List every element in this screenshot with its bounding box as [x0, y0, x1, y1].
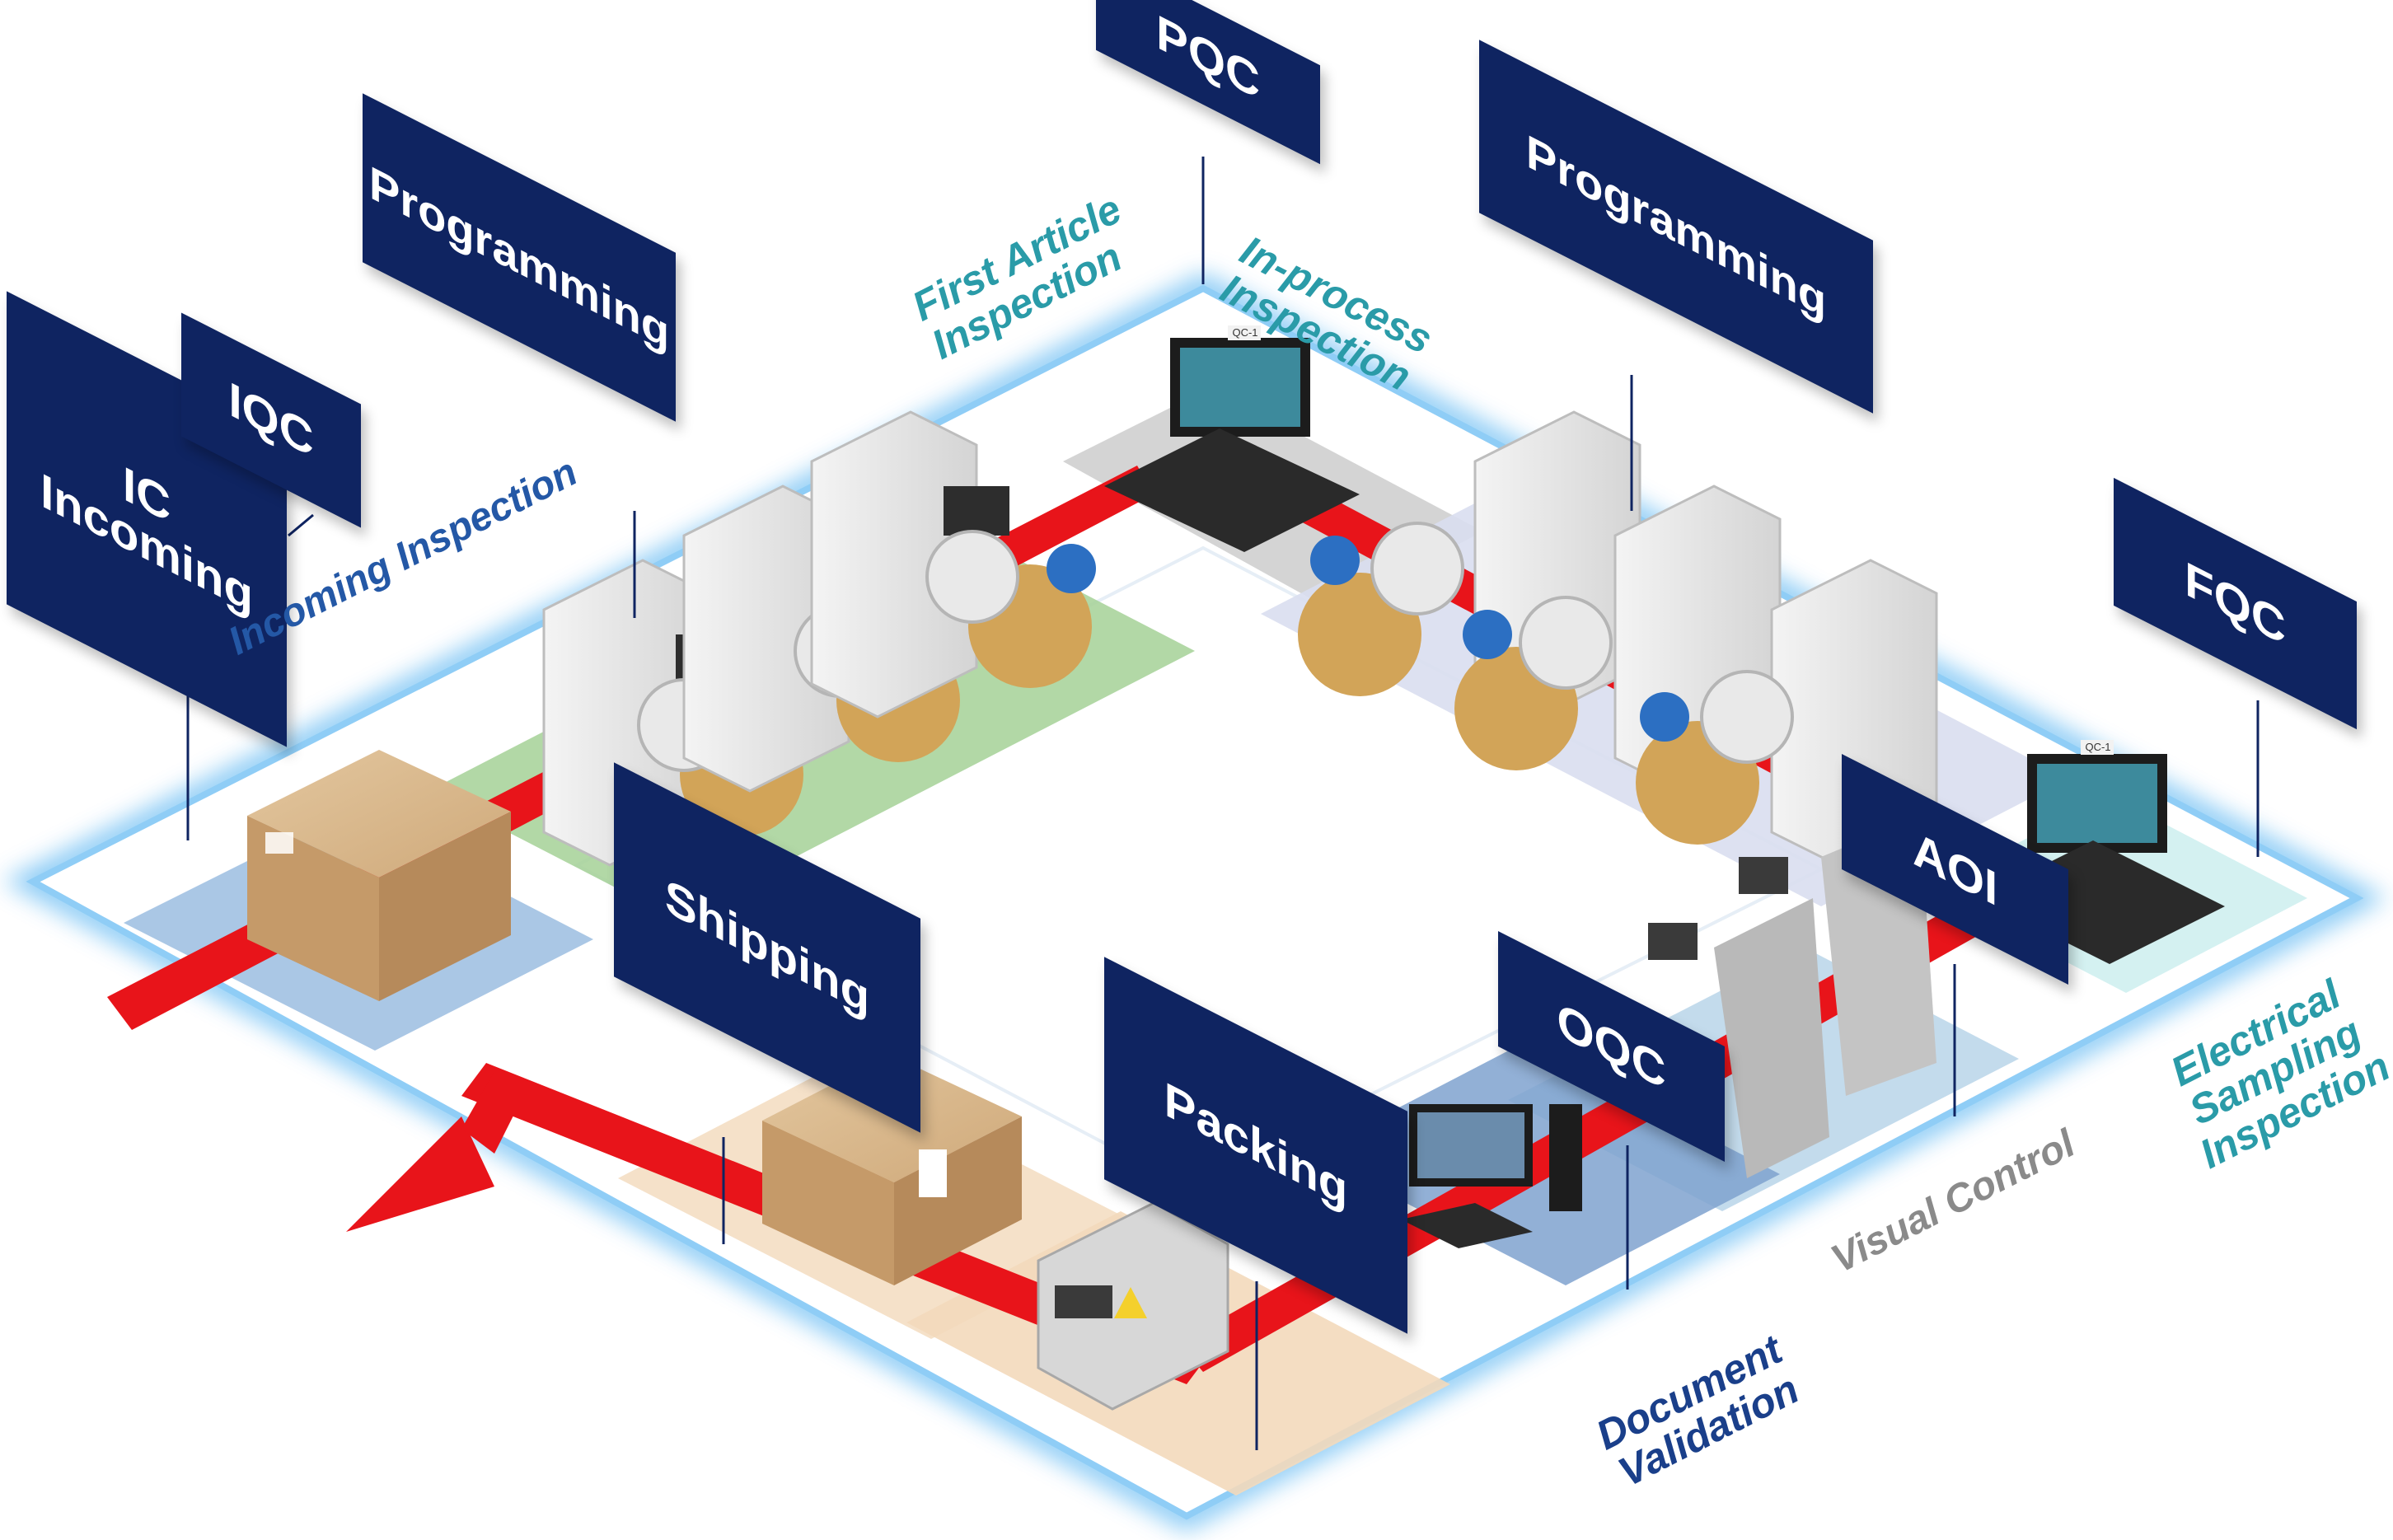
sign-aoi-label: AOI: [1912, 821, 1998, 918]
leader-lines: [186, 157, 2260, 1450]
sign-fqc-label: FQC: [2185, 550, 2286, 657]
sign-shipping-label: Shipping: [664, 868, 870, 1027]
sign-packing-label: Packing: [1164, 1071, 1348, 1219]
monitor-tag-pqc: QC-1: [1232, 326, 1258, 339]
box-incoming: [247, 750, 511, 1001]
aoi-machines: [1648, 816, 1936, 1178]
sign-oqc-label: OQC: [1557, 991, 1666, 1102]
machine: [810, 410, 1096, 719]
sign-iqc-label: IQC: [228, 372, 314, 469]
conveyor-arrowshaft: [461, 1071, 527, 1154]
programming-machines-left: [542, 410, 1096, 867]
packing-machine: [1037, 1201, 1229, 1411]
conveyor-arrowhead: [346, 1116, 494, 1232]
oqc-desk: [1401, 1104, 1582, 1248]
pqc-station: [1104, 325, 1360, 552]
monitor-tag-fqc: QC-1: [2085, 741, 2111, 753]
